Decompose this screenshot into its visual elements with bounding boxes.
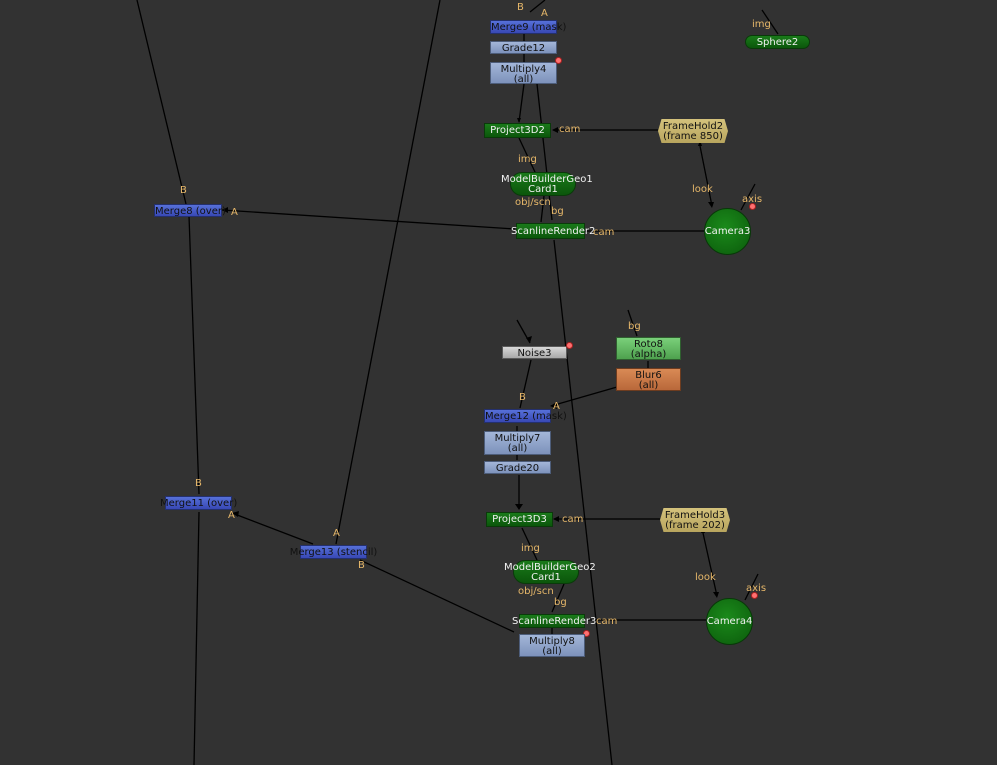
node-blur6[interactable]: Blur6 (all) — [616, 368, 681, 391]
input-label-objscn: obj/scn — [518, 586, 554, 597]
wire[interactable] — [521, 527, 538, 561]
node-merge8[interactable]: Merge8 (over) — [154, 204, 226, 217]
input-label-b: B — [195, 478, 202, 489]
wire[interactable] — [744, 573, 759, 601]
node-sphere2[interactable]: Sphere2 — [745, 35, 810, 49]
input-label-a: A — [228, 510, 235, 521]
node-modelbuildergeo1[interactable]: ModelBuilderGeo1 Card1 — [501, 172, 593, 196]
node-noise3[interactable]: Noise3 — [502, 346, 567, 359]
node-project3d3[interactable]: Project3D3 — [486, 512, 553, 527]
input-label-bg: bg — [551, 206, 564, 217]
wire[interactable] — [221, 209, 516, 230]
input-label-img: img — [518, 154, 537, 165]
node-scanlinerender3[interactable]: ScanlineRender3 — [512, 614, 597, 628]
input-label-axis: axis — [746, 583, 767, 594]
wire[interactable] — [518, 137, 536, 173]
input-label-img: img — [521, 543, 540, 554]
wire[interactable] — [518, 83, 525, 123]
node-merge13[interactable]: Merge13 (stencil) — [289, 545, 378, 559]
input-label-b: B — [517, 2, 524, 13]
input-label-b: B — [180, 185, 187, 196]
node-merge9[interactable]: Merge9 (mask) — [490, 20, 567, 34]
input-label-cam: cam — [596, 616, 618, 627]
input-label-look: look — [695, 572, 716, 583]
input-label-img: img — [752, 19, 771, 30]
node-merge12[interactable]: Merge12 (mask) — [484, 409, 567, 423]
input-label-b: B — [519, 392, 526, 403]
input-label-cam: cam — [562, 514, 584, 525]
wire[interactable] — [335, 0, 441, 545]
wire[interactable] — [551, 583, 565, 613]
node-multiply4[interactable]: Multiply4 (all) — [490, 62, 557, 85]
input-label-bg: bg — [554, 597, 567, 608]
input-label-a: A — [231, 207, 238, 218]
wire[interactable] — [702, 532, 718, 597]
wire[interactable] — [553, 239, 613, 765]
node-roto8[interactable]: Roto8 (alpha) — [616, 337, 681, 360]
node-framehold3[interactable]: FrameHold3 (frame 202) — [660, 508, 730, 532]
wire[interactable] — [540, 195, 545, 223]
arrowhead — [713, 592, 719, 598]
wire[interactable] — [529, 0, 546, 13]
wire[interactable] — [536, 83, 553, 221]
node-grade12[interactable]: Grade12 — [490, 41, 557, 54]
wire[interactable] — [519, 359, 532, 409]
input-label-cam: cam — [559, 124, 581, 135]
arrowhead — [550, 402, 557, 409]
node-camera4[interactable]: Camera4 — [706, 598, 753, 645]
wire[interactable] — [550, 386, 618, 407]
node-merge11[interactable]: Merge11 (over) — [160, 496, 238, 510]
node-framehold2[interactable]: FrameHold2 (frame 850) — [658, 119, 728, 143]
wire[interactable] — [699, 145, 713, 207]
node-indicator-dot — [751, 592, 758, 599]
node-grade20[interactable]: Grade20 — [484, 461, 551, 474]
arrowhead — [222, 207, 228, 213]
wire[interactable] — [740, 183, 756, 211]
node-indicator-dot — [566, 342, 573, 349]
wire[interactable] — [627, 309, 638, 337]
node-indicator-dot — [555, 57, 562, 64]
node-multiply8[interactable]: Multiply8 (all) — [519, 634, 585, 657]
node-indicator-dot — [749, 203, 756, 210]
input-label-cam: cam — [593, 227, 615, 238]
input-label-bg: bg — [628, 321, 641, 332]
input-label-a: A — [553, 401, 560, 412]
arrowhead — [515, 504, 523, 510]
input-label-a: A — [333, 528, 340, 539]
arrowhead — [698, 140, 702, 146]
arrowhead — [708, 202, 714, 208]
wire[interactable] — [761, 9, 779, 35]
wire[interactable] — [231, 512, 314, 545]
node-multiply7[interactable]: Multiply7 (all) — [484, 431, 551, 455]
wire[interactable] — [193, 511, 200, 765]
arrowhead — [526, 336, 532, 343]
arrowhead — [517, 118, 521, 123]
input-label-b: B — [358, 560, 365, 571]
input-label-a: A — [541, 8, 548, 19]
input-label-look: look — [692, 184, 713, 195]
node-scanlinerender2[interactable]: ScanlineRender2 — [511, 223, 595, 239]
input-label-objscn: obj/scn — [515, 197, 551, 208]
wire[interactable] — [136, 0, 187, 205]
node-camera3[interactable]: Camera3 — [704, 208, 751, 255]
node-indicator-dot — [583, 630, 590, 637]
arrowhead — [552, 127, 558, 133]
wire[interactable] — [188, 215, 200, 495]
input-label-axis: axis — [742, 194, 763, 205]
wire[interactable] — [359, 559, 515, 633]
node-modelbuildergeo2[interactable]: ModelBuilderGeo2 Card1 — [504, 560, 596, 584]
arrowhead — [232, 511, 239, 517]
arrowhead — [553, 516, 559, 522]
node-project3d2[interactable]: Project3D2 — [484, 123, 551, 138]
